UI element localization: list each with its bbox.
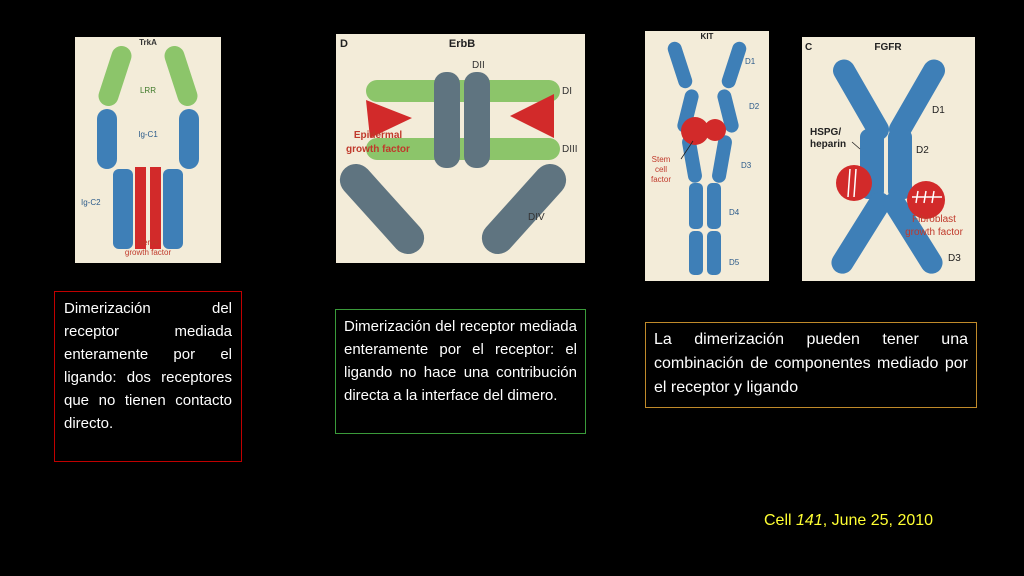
kit-illustration: KIT D1 D2 D3 D4 D5 Stem cell factor	[645, 31, 769, 281]
citation-date: , June 25, 2010	[822, 512, 934, 529]
fgfr-fgf-left	[836, 165, 872, 201]
trka-ligand-label-1: Nerve	[137, 238, 159, 247]
fgfr-d3-label: D3	[948, 253, 961, 264]
erbb-di	[366, 80, 560, 102]
fgfr-diagram: C FGFR D1 D2 D3 HSPG/ heparin Fibroblast…	[802, 37, 975, 281]
fgfr-hspg-label-2: heparin	[810, 139, 846, 150]
kit-d3-left	[682, 135, 702, 183]
fgfr-ligand-label-2: growth factor	[905, 227, 963, 238]
trka-igc1-left	[97, 109, 117, 169]
citation: Cell 141, June 25, 2010	[764, 512, 933, 530]
fgfr-d2-right	[888, 129, 912, 199]
fgfr-d1-left	[833, 59, 889, 141]
kit-d5-right	[707, 231, 721, 275]
kit-d1-left	[667, 41, 693, 89]
kit-d1-right	[721, 41, 747, 89]
erbb-dii-label: DII	[472, 60, 485, 71]
erbb-panel-letter: D	[340, 38, 348, 50]
kit-title: KIT	[701, 32, 714, 41]
kit-ligand-label-3: factor	[651, 175, 671, 184]
kit-d2-right	[717, 89, 739, 133]
fgfr-panel-letter: C	[805, 42, 812, 53]
kit-ligand-pointer	[680, 140, 694, 160]
fgfr-illustration: C FGFR D1 D2 D3 HSPG/ heparin Fibroblast…	[802, 37, 975, 281]
fgfr-d2-label: D2	[916, 145, 929, 156]
erbb-di-label: DI	[562, 86, 572, 97]
trka-lrr-left	[98, 46, 132, 106]
fgfr-title: FGFR	[874, 42, 902, 53]
fgfr-heparin-marks	[847, 168, 942, 204]
kit-d3-label: D3	[741, 161, 752, 170]
kit-d5-left	[689, 231, 703, 275]
erbb-egf-left	[366, 100, 412, 138]
caption-combined: La dimerización pueden tener una combina…	[645, 322, 977, 408]
trka-ngf-right	[150, 167, 161, 249]
kit-d1-label: D1	[745, 57, 756, 66]
erbb-diagram: D ErbB DII DI DIII DIV Epidermal growth …	[336, 34, 585, 263]
kit-scf-left	[681, 117, 709, 145]
erbb-title: ErbB	[449, 38, 475, 50]
citation-journal: Cell	[764, 512, 792, 529]
citation-volume: 141	[796, 512, 823, 529]
erbb-diii	[366, 138, 560, 160]
trka-diagram: TrkA LRR Ig-C1 Ig-C2 Nerve growth factor	[75, 37, 221, 263]
kit-d2-left	[677, 89, 699, 133]
erbb-dii-right	[464, 72, 490, 168]
erbb-diii-label: DIII	[562, 144, 578, 155]
trka-igc1-label: Ig-C1	[138, 130, 158, 139]
fgfr-fgf-right	[907, 181, 945, 219]
erbb-div-right	[481, 164, 567, 254]
trka-ngf-left	[135, 167, 146, 249]
kit-d4-left	[689, 183, 703, 229]
trka-igc1-right	[179, 109, 199, 169]
kit-d3-right	[712, 135, 732, 183]
kit-scf-right	[704, 119, 726, 141]
kit-ligand-label-1: Stem	[652, 155, 671, 164]
kit-d4-right	[707, 183, 721, 229]
kit-diagram: KIT D1 D2 D3 D4 D5 Stem cell factor	[645, 31, 769, 281]
trka-illustration: TrkA LRR Ig-C1 Ig-C2 Nerve growth factor	[75, 37, 221, 263]
trka-lrr-right	[164, 46, 198, 106]
erbb-egf-right	[510, 94, 554, 138]
kit-ligand-label-2: cell	[655, 165, 667, 174]
trka-igc2-right	[163, 169, 183, 249]
erbb-illustration: D ErbB DII DI DIII DIV Epidermal growth …	[336, 34, 585, 263]
caption-receptor-mediated: Dimerización del receptor mediada entera…	[335, 309, 586, 434]
kit-d4-label: D4	[729, 208, 740, 217]
fgfr-hspg-pointer	[851, 141, 861, 150]
erbb-ligand-label-1: Epidermal	[354, 130, 403, 141]
fgfr-d3-left	[831, 192, 891, 274]
fgfr-d3-right	[883, 192, 943, 274]
trka-lrr-label: LRR	[140, 86, 156, 95]
erbb-ligand-label-2: growth factor	[346, 144, 410, 155]
trka-igc2-label: Ig-C2	[81, 198, 101, 207]
trka-igc2-left	[113, 169, 133, 249]
kit-d2-label: D2	[749, 102, 760, 111]
fgfr-hspg-label-1: HSPG/	[810, 127, 841, 138]
fgfr-d1-right	[889, 59, 945, 141]
erbb-div-left	[339, 164, 425, 254]
kit-d5-label: D5	[729, 258, 740, 267]
fgfr-d1-label: D1	[932, 105, 945, 116]
erbb-dii-left	[434, 72, 460, 168]
trka-ligand-label-2: growth factor	[125, 248, 172, 257]
caption-ligand-mediated: Dimerización del receptor mediada entera…	[54, 291, 242, 462]
erbb-div-label: DIV	[528, 212, 545, 223]
trka-title: TrkA	[139, 38, 157, 47]
fgfr-ligand-label-1: Fibroblast	[912, 214, 956, 225]
